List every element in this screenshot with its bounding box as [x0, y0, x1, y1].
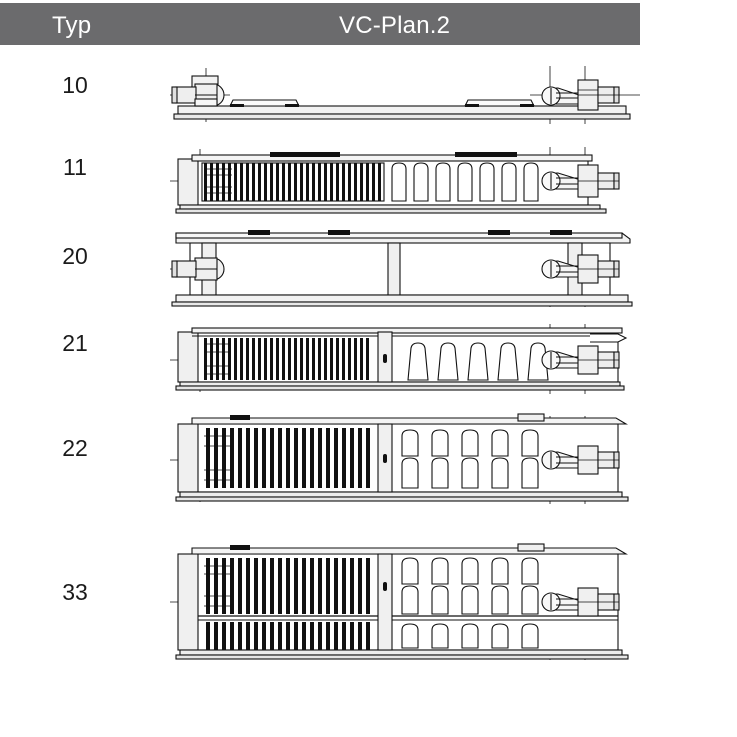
figure-type-21	[170, 318, 640, 398]
header-column-typ: Typ	[52, 12, 92, 39]
figure-type-20	[170, 225, 640, 311]
table-header-bar: Typ VC-Plan.2	[0, 3, 640, 45]
row-label-33: 33	[62, 579, 88, 605]
figure-type-22	[170, 408, 640, 510]
row-label-11: 11	[63, 154, 87, 180]
row-label-20: 20	[62, 243, 88, 269]
row-label-10: 10	[62, 72, 88, 98]
figure-type-11	[170, 143, 640, 215]
row-label-21: 21	[62, 330, 88, 356]
header-column-model: VC-Plan.2	[339, 12, 451, 39]
row-label-22: 22	[62, 435, 88, 461]
figure-type-10	[170, 62, 640, 128]
figure-type-33	[170, 538, 640, 666]
